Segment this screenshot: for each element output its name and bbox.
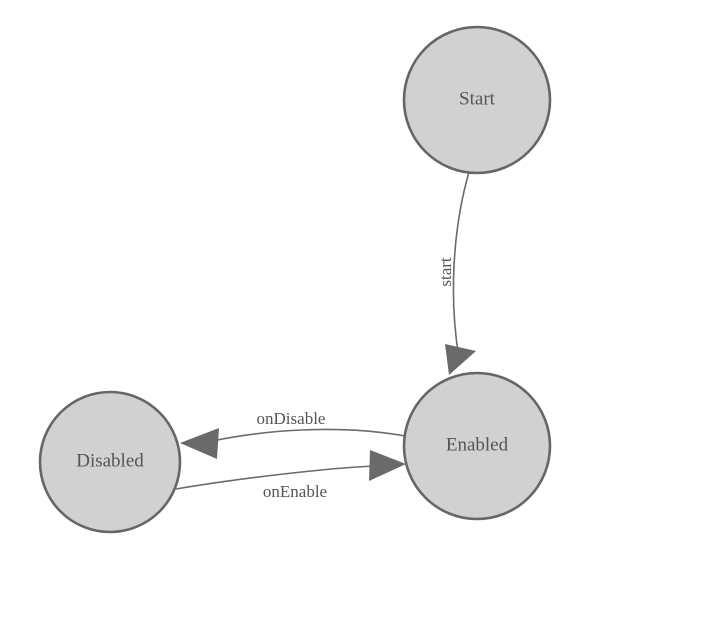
node-disabled-label: Disabled [76,450,144,471]
node-disabled-circle [38,390,182,534]
edge-start-to-enabled[interactable]: start [436,171,476,375]
node-enabled-circle [402,371,552,521]
edge-disabled-to-enabled-path [175,465,375,490]
edge-start-to-enabled-label: start [436,257,455,287]
edge-enabled-to-disabled-label: onDisable [257,409,326,428]
edge-disabled-to-enabled-label: onEnable [263,482,327,501]
node-start-circle [402,25,552,175]
node-enabled-label: Enabled [446,434,509,455]
edge-enabled-to-disabled-path [211,428,406,442]
edge-enabled-to-disabled[interactable]: onDisable [180,409,406,459]
node-enabled[interactable]: Enabled [402,371,552,521]
edge-start-to-enabled-arrowhead [445,344,476,375]
edge-disabled-to-enabled[interactable]: onEnable [175,450,406,501]
edge-enabled-to-disabled-arrowhead [180,428,219,459]
edge-disabled-to-enabled-arrowhead [369,450,406,481]
node-start[interactable]: Start [402,25,552,175]
edge-start-to-enabled-path [452,171,470,359]
node-start-label: Start [459,88,496,109]
node-disabled[interactable]: Disabled [38,390,182,534]
